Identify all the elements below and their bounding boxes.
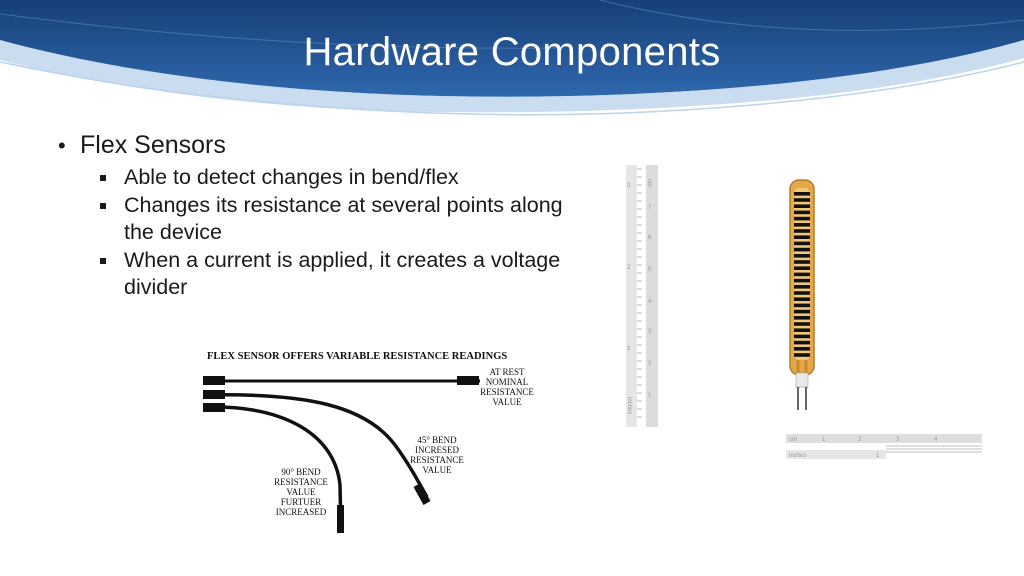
ruler-tick-label: 1 [627,346,631,352]
horizontal-ruler-image: cm inches 1 2 3 4 1 [786,434,982,459]
ruler-tick-label: 1 [822,437,826,443]
sub-bullet-item: Changes its resistance at several points… [100,192,578,247]
ruler-tick-label: 7 [648,205,652,211]
label-at-rest: AT REST NOMINAL RESISTANCE VALUE [480,367,534,407]
ruler-tick-label: 3 [648,329,652,335]
ruler-tick-label: 3 [896,437,900,443]
slide-title: Hardware Components [303,30,721,74]
sensor-45-connector [203,390,225,399]
label-line: VALUE [422,465,452,475]
ruler-tick-label: 6 [648,235,652,241]
ruler-tick-label: 1 [876,453,880,459]
label-line: RESISTANCE [274,477,328,487]
square-bullet-icon [100,175,106,181]
ruler-tick-label: 4 [648,299,652,305]
label-line: 90° BEND [281,467,321,477]
vertical-ruler-image: cm inches 3 7 6 2 5 4 1 3 2 1 [626,165,658,427]
sensor-90-connector [203,403,225,412]
sensor-45-tip [413,483,431,505]
ruler-unit-label: inches [626,397,632,414]
sensor-90-tip [337,505,344,533]
sub-bullet-item: Able to detect changes in bend/flex [100,164,578,192]
label-line: NOMINAL [486,377,529,387]
sensor-90-bend [204,405,343,534]
ruler-tick-label: 3 [627,183,631,189]
label-line: 45° BEND [417,435,457,445]
flex-sensor-image [789,179,815,410]
sub-bullet-text: When a current is applied, it creates a … [124,247,561,300]
label-line: INCREASED [276,507,327,517]
ruler-tick-label: 2 [648,361,652,367]
label-line: VALUE [286,487,316,497]
bullet-dot-icon: • [58,133,66,158]
sensor-at-rest-tip [457,376,479,385]
flex-sensor-bend-diagram: FLEX SENSOR OFFERS VARIABLE RESISTANCE R… [203,351,534,534]
ruler-unit-label: cm [789,437,797,443]
label-line: AT REST [489,367,525,377]
title-banner [0,0,1024,116]
label-line: INCRESED [415,445,460,455]
bullet-text: Flex Sensors [80,131,226,159]
sensor-45-bend [204,393,429,498]
label-line: VALUE [492,397,522,407]
sub-bullet-text: Changes its resistance at several points… [124,192,563,245]
label-line: RESISTANCE [480,387,534,397]
bullet-list: • Flex Sensors Able to detect changes in… [58,131,578,302]
sub-bullet-list: Able to detect changes in bend/flex Chan… [100,164,578,302]
ruler-unit-label: inches [789,453,806,459]
bullet-item: • Flex Sensors [58,131,578,160]
label-45-bend: 45° BEND INCRESED RESISTANCE VALUE [410,435,464,475]
square-bullet-icon [100,202,106,209]
ruler-tick-label: 2 [858,437,862,443]
sub-bullet-text: Able to detect changes in bend/flex [124,165,459,189]
ruler-tick-label: 5 [648,267,652,273]
ruler-tick-label: 1 [648,393,652,399]
label-90-bend: 90° BEND RESISTANCE VALUE FURTUER INCREA… [274,467,328,517]
sensor-at-rest-connector [203,376,225,385]
ruler-tick-label: 4 [934,437,938,443]
ruler-unit-label: cm [646,179,652,187]
label-line: RESISTANCE [410,455,464,465]
diagram-heading: FLEX SENSOR OFFERS VARIABLE RESISTANCE R… [207,351,507,362]
square-bullet-icon [100,257,106,264]
ruler-tick-label: 2 [627,265,631,271]
sub-bullet-item: When a current is applied, it creates a … [100,247,578,302]
label-line: FURTUER [281,497,321,507]
